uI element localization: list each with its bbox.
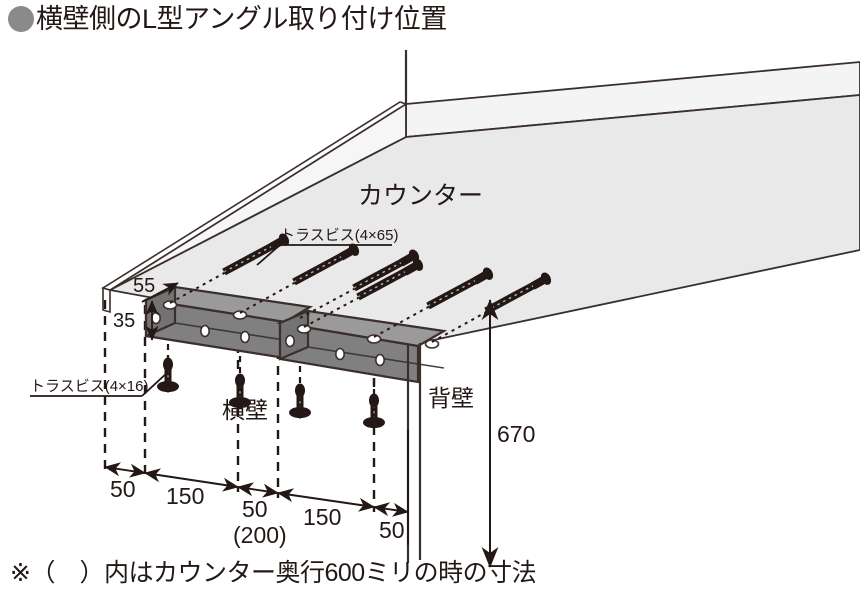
dim-55-arrow — [141, 282, 179, 303]
page-title: 横壁側のL型アングル取り付け位置 — [8, 4, 447, 34]
dim-seg-2 — [144, 468, 239, 492]
dim-label-5: 50 — [379, 517, 405, 543]
dim-seg-5 — [373, 502, 409, 517]
screw-long-leader — [256, 244, 281, 266]
bullet-icon — [8, 6, 34, 32]
counter-label: カウンター — [358, 182, 483, 210]
guide-lines — [103, 300, 376, 512]
footnote: ※（ ）内はカウンター奥行600ミリの時の寸法 — [10, 559, 537, 587]
screw-short-4 — [363, 394, 385, 430]
dim-55-label: 55 — [133, 275, 155, 297]
dim-label-4: 150 — [303, 504, 341, 530]
screw-short-label: トラスビス(4×16) — [30, 378, 148, 395]
dim-label-3-alt: (200) — [233, 522, 287, 548]
screw-short-3 — [289, 384, 311, 420]
screw-long-label: トラスビス(4×65) — [280, 227, 398, 244]
screw-short-leader — [141, 371, 169, 397]
dim-35-label: 35 — [113, 310, 135, 332]
dim-label-3: 50 — [242, 496, 268, 522]
screw-short-2 — [229, 374, 251, 410]
dim-670-label: 670 — [497, 421, 535, 447]
screw-short-1 — [157, 358, 179, 394]
l-angle-bracket-2 — [276, 309, 448, 384]
dim-seg-1 — [104, 462, 146, 478]
dim-seg-3 — [237, 482, 279, 498]
dim-label-1: 50 — [110, 476, 136, 502]
dim-label-2: 150 — [166, 483, 204, 509]
dim-seg-4 — [277, 488, 375, 512]
counter-left-edge — [101, 101, 408, 291]
back-wall-label: 背壁 — [428, 385, 474, 411]
page-title-text: 横壁側のL型アングル取り付け位置 — [36, 4, 447, 34]
long-screw-trajectories — [169, 271, 489, 343]
long-screws-group — [169, 232, 553, 343]
